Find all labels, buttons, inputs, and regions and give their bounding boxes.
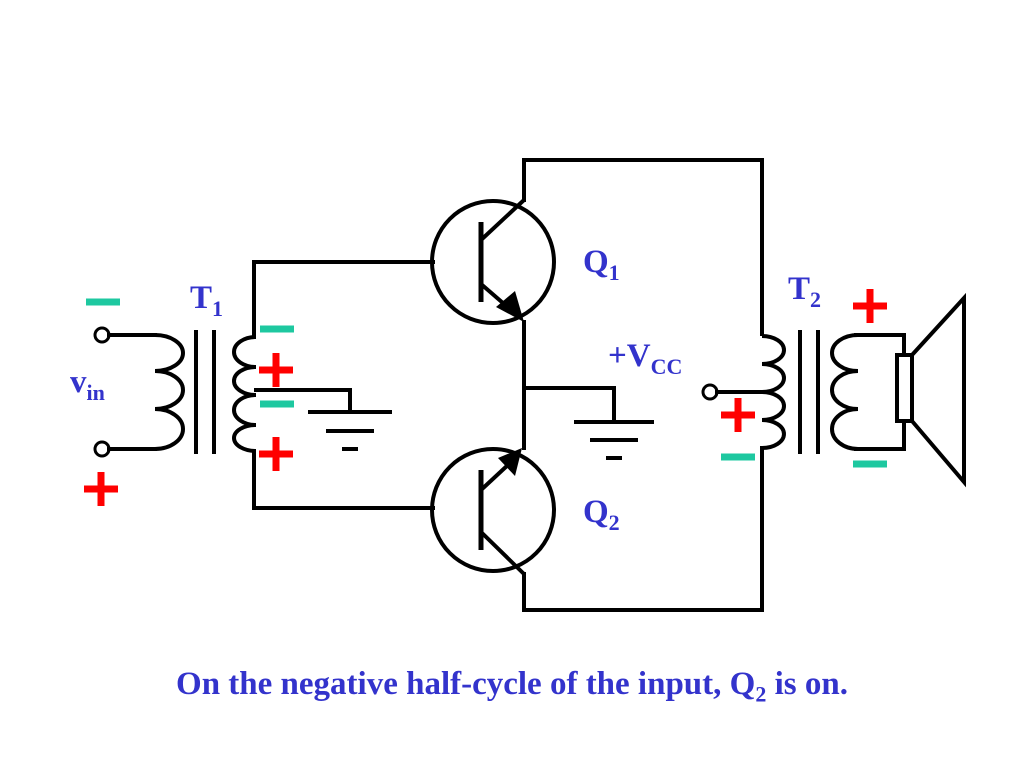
t1-core bbox=[194, 330, 216, 454]
t2-secondary-coil bbox=[830, 333, 859, 451]
plus-sign-vin-bottom bbox=[84, 472, 118, 506]
caption-subscript: 2 bbox=[755, 681, 767, 707]
label-vcc: +VCC bbox=[608, 338, 682, 379]
label-t1: T1 bbox=[190, 280, 223, 321]
label-q2: Q2 bbox=[583, 494, 620, 535]
ground-symbol-emitter bbox=[574, 420, 654, 460]
transistor-q2 bbox=[430, 447, 556, 576]
transistor-q1 bbox=[430, 198, 556, 325]
t1-primary-coil bbox=[154, 333, 185, 451]
label-q1: Q1 bbox=[583, 244, 620, 285]
vcc-terminal bbox=[701, 383, 766, 401]
plus-sign-t2-secondary bbox=[853, 289, 887, 323]
plus-sign-t2-primary bbox=[721, 398, 755, 432]
label-t2: T2 bbox=[788, 271, 821, 312]
caption-text: On the negative half-cycle of the input,… bbox=[176, 666, 756, 702]
t1-secondary-coil bbox=[232, 335, 257, 453]
plus-sign-t1-upper bbox=[259, 353, 293, 387]
ground-symbol-t1 bbox=[308, 410, 392, 451]
plus-sign-t1-lower bbox=[259, 437, 293, 471]
output-wiring bbox=[522, 158, 764, 612]
speaker bbox=[854, 292, 966, 488]
caption-text-end: is on. bbox=[766, 666, 848, 702]
caption: On the negative half-cycle of the input,… bbox=[0, 666, 1024, 708]
t1-secondary-wiring bbox=[252, 260, 435, 510]
t2-core bbox=[798, 330, 820, 454]
label-vin: vin bbox=[70, 364, 105, 405]
input-terminals bbox=[93, 326, 157, 458]
polarity-marks bbox=[84, 289, 887, 506]
